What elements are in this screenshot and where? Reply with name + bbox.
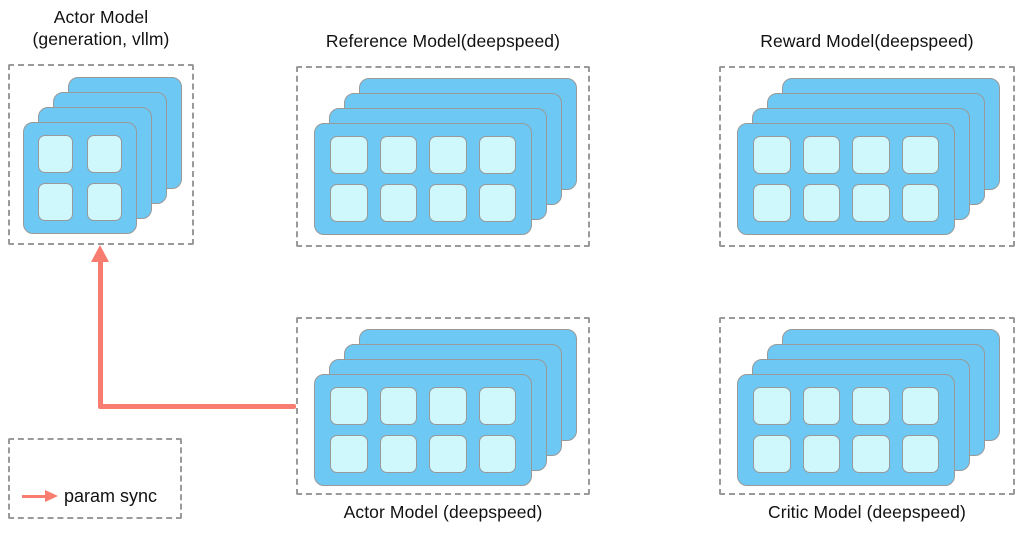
gpu-card <box>737 123 955 235</box>
legend-arrow-icon <box>45 490 58 502</box>
title-line-1: Actor Model <box>53 7 149 27</box>
gpu-cell <box>429 435 467 473</box>
model-box-critic <box>719 317 1015 495</box>
legend-arrow-shaft <box>22 495 45 498</box>
gpu-cell <box>429 136 467 174</box>
gpu-cell <box>852 435 890 473</box>
title-actor-deepspeed: Actor Model (deepspeed) <box>343 502 543 522</box>
gpu-cell <box>87 135 122 173</box>
gpu-cell <box>87 183 122 221</box>
gpu-cell <box>753 136 791 174</box>
gpu-card <box>314 374 532 486</box>
title-critic-model: Critic Model (deepspeed) <box>768 502 966 522</box>
gpu-cell <box>429 387 467 425</box>
gpu-cell <box>38 135 73 173</box>
gpu-cell <box>478 136 516 174</box>
gpu-cell <box>852 184 890 222</box>
model-box-reference <box>296 66 590 247</box>
gpu-cell <box>802 435 840 473</box>
gpu-cell <box>478 435 516 473</box>
gpu-cell <box>478 387 516 425</box>
legend-label: param sync <box>64 486 158 506</box>
gpu-cell <box>852 387 890 425</box>
gpu-cell <box>753 184 791 222</box>
gpu-cell <box>901 136 939 174</box>
gpu-cell <box>330 184 368 222</box>
title-reward-model: Reward Model(deepspeed) <box>760 31 974 51</box>
model-box-reward <box>719 66 1015 247</box>
gpu-cell <box>802 184 840 222</box>
param-sync-arrow-vertical <box>98 260 103 408</box>
gpu-cell <box>753 387 791 425</box>
model-box-actor-vllm <box>8 64 194 245</box>
gpu-cell <box>901 435 939 473</box>
gpu-cell <box>852 136 890 174</box>
gpu-cell <box>901 387 939 425</box>
gpu-cell <box>753 435 791 473</box>
gpu-cell <box>379 184 417 222</box>
gpu-cell <box>330 387 368 425</box>
param-sync-arrowhead-icon <box>91 245 109 262</box>
gpu-cell <box>38 183 73 221</box>
gpu-cell <box>379 387 417 425</box>
gpu-cell <box>330 435 368 473</box>
gpu-card <box>23 122 137 234</box>
gpu-card <box>314 123 532 235</box>
gpu-cell <box>802 136 840 174</box>
gpu-cell <box>330 136 368 174</box>
gpu-cell <box>802 387 840 425</box>
title-line-2: (generation, vllm) <box>32 29 170 49</box>
title-actor-vllm: Actor Model (generation, vllm) <box>0 6 202 50</box>
legend-box <box>8 438 182 519</box>
gpu-cell <box>379 435 417 473</box>
gpu-cell <box>379 136 417 174</box>
gpu-cell <box>901 184 939 222</box>
model-box-actor-deepspeed <box>296 317 590 495</box>
gpu-card <box>737 374 955 486</box>
gpu-cell <box>429 184 467 222</box>
gpu-cell <box>478 184 516 222</box>
title-reference-model: Reference Model(deepspeed) <box>325 31 561 51</box>
param-sync-arrow-horizontal <box>98 404 296 409</box>
